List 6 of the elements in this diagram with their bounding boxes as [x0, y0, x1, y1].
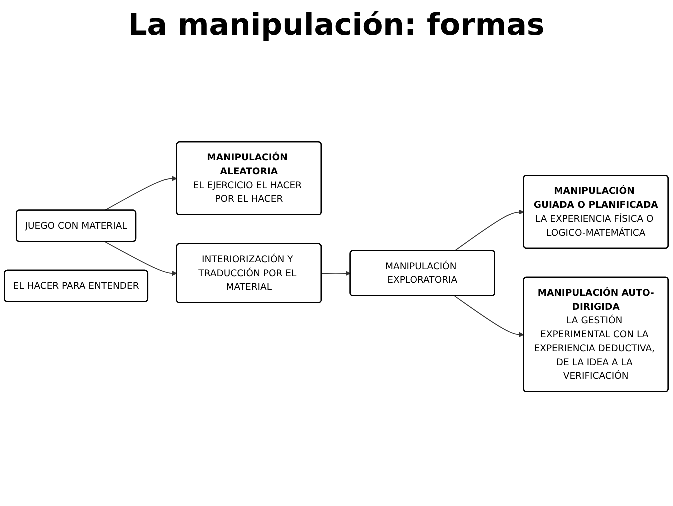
title: La manipulación: formas: [127, 8, 546, 43]
arrow: [104, 176, 178, 212]
arrow: [104, 241, 178, 276]
arrow: [321, 271, 351, 276]
arrow: [454, 210, 524, 252]
arrow: [454, 296, 524, 338]
